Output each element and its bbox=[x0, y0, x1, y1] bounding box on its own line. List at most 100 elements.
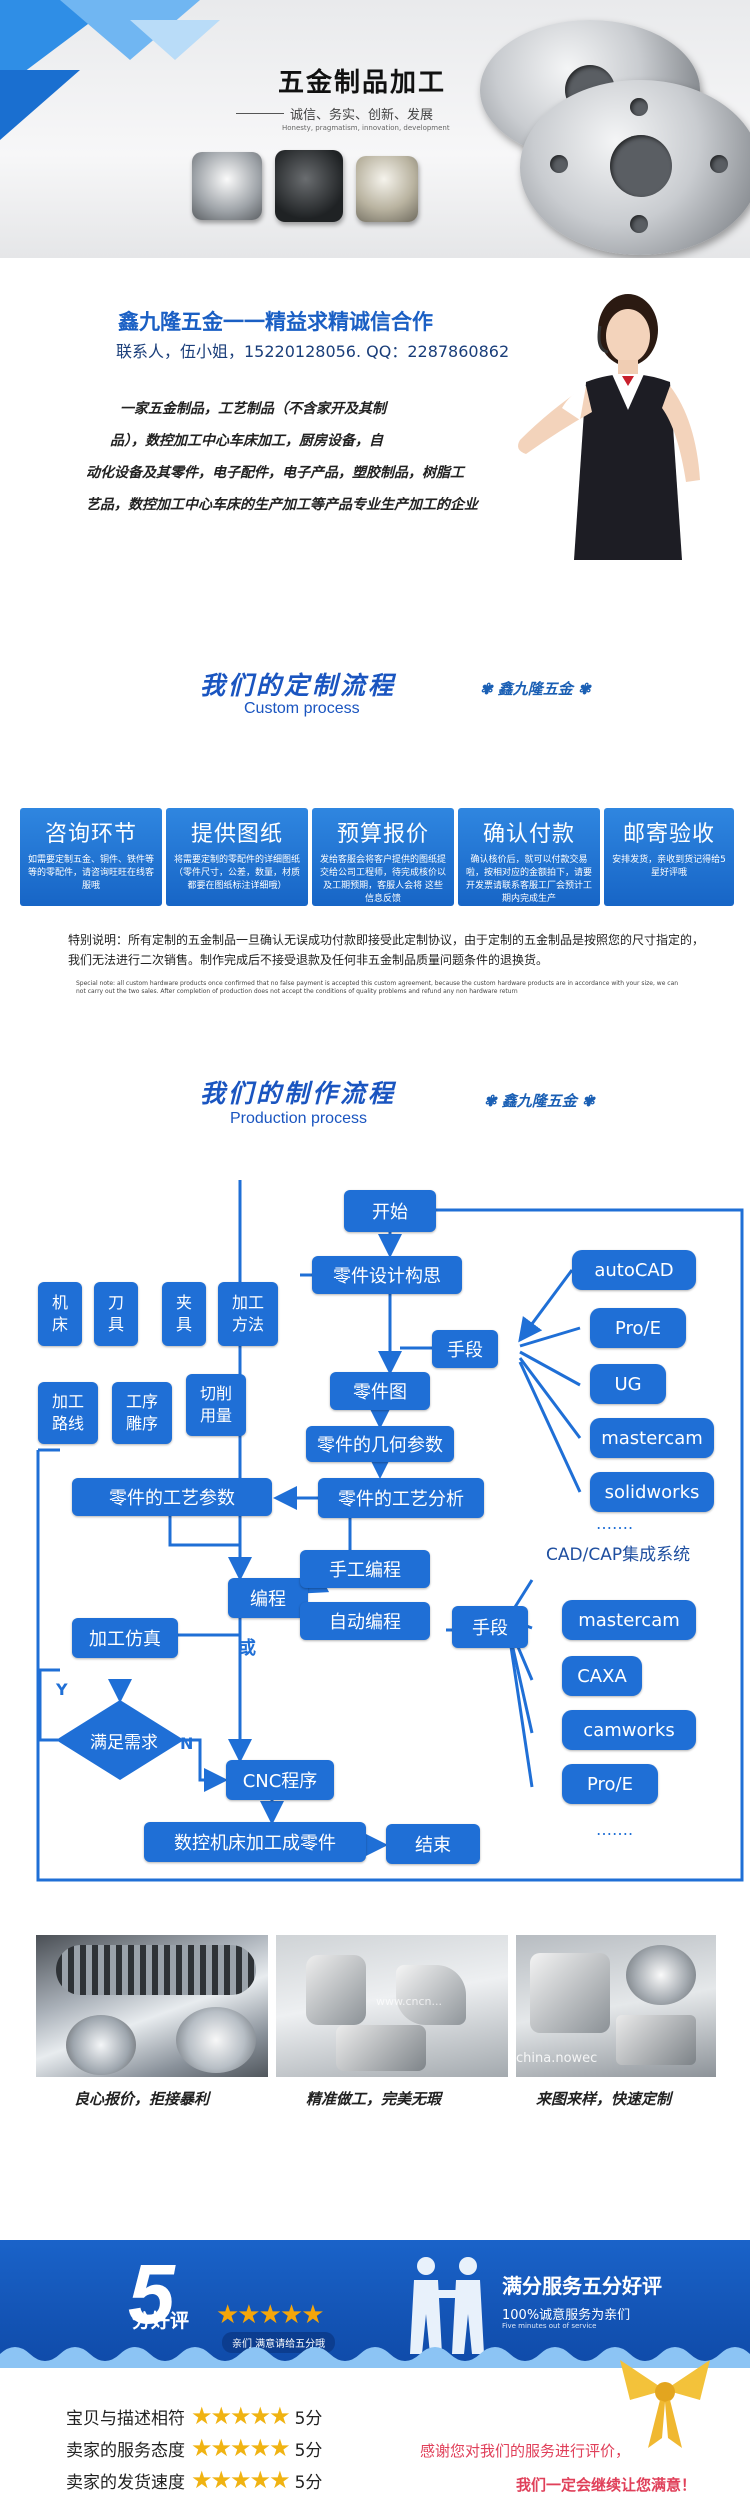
brand-text: 鑫九隆五金 bbox=[501, 1092, 577, 1110]
rating-row-score: 5分 bbox=[294, 2472, 323, 2493]
flow-no-label: N bbox=[180, 1734, 194, 1753]
flow-or-label: 或 bbox=[238, 1638, 256, 1659]
tool-cutter: 刀具 bbox=[94, 1282, 138, 1346]
big-five: 5 bbox=[128, 2247, 175, 2341]
param-cutting: 切削用量 bbox=[186, 1374, 246, 1436]
custom-process-title: 我们的定制流程 bbox=[200, 671, 397, 700]
flow-end: 结束 bbox=[386, 1824, 480, 1864]
watermark-1: www.cncn... bbox=[376, 1995, 443, 2008]
rating-row-label: 宝贝与描述相符 bbox=[66, 2408, 185, 2429]
part-image-1 bbox=[192, 152, 262, 220]
rating-title: 满分服务五分好评 bbox=[502, 2274, 662, 2298]
banner-slogan: 诚信、务实、创新、发展 bbox=[236, 104, 433, 123]
contact-phone: 联系人，伍小姐，15220128056. QQ：2287860862 bbox=[116, 342, 510, 361]
rating-row-label: 卖家的发货速度 bbox=[66, 2472, 185, 2493]
flow-machining: 数控机床加工成零件 bbox=[144, 1822, 366, 1862]
good-review-label: 分好评 bbox=[132, 2310, 190, 2332]
gold-bow bbox=[620, 2360, 710, 2448]
software-cadcap: CAD/CAP集成系统 bbox=[546, 1545, 691, 1565]
hero-banner: 五金制品加工 诚信、务实、创新、发展 Honesty, pragmatism, … bbox=[0, 0, 750, 258]
software-more-1: ……. bbox=[596, 1514, 634, 1533]
step-title: 预算报价 bbox=[336, 822, 429, 847]
flow-programming: 编程 bbox=[228, 1578, 308, 1618]
rating-row-score: 5分 bbox=[294, 2440, 323, 2461]
intro-line: 艺品，数控加工中心车床的生产加工等产品专业生产加工的企业 bbox=[86, 497, 478, 513]
production-process-brand: ✾ 鑫九隆五金 ✾ bbox=[484, 1092, 595, 1110]
part-image-2 bbox=[275, 150, 343, 222]
handshake-figure bbox=[410, 2257, 484, 2354]
software-ug: UG bbox=[590, 1364, 666, 1404]
rating-row-description: 宝贝与描述相符 ★★★★★ 5分 bbox=[66, 2402, 322, 2430]
step-title: 咨询环节 bbox=[44, 822, 137, 847]
custom-note: 特别说明：所有定制的五金制品一旦确认无误成功付款即接受此定制协议，由于定制的五金… bbox=[68, 933, 705, 967]
step-consult: 咨询环节 如需要定制五金、铜件、铁件等等的零配件，请咨询旺旺在线客服哦 bbox=[20, 808, 162, 906]
rating-row-stars: ★★★★★ bbox=[191, 2466, 291, 2494]
watermark-2: china.nowec bbox=[516, 2051, 598, 2066]
flow-satisfy-diamond bbox=[56, 1700, 184, 1780]
banner-title: 五金制品加工 bbox=[278, 68, 447, 98]
flow-start: 开始 bbox=[344, 1190, 436, 1232]
decor-triangle bbox=[130, 20, 220, 60]
caption-fast-custom: 来图来样，快速定制 bbox=[536, 2090, 672, 2108]
production-process-subtitle: Production process bbox=[230, 1110, 367, 1127]
step-title: 提供图纸 bbox=[190, 822, 283, 847]
product-photo-3: china.nowec bbox=[516, 1935, 716, 2077]
wave-decor bbox=[0, 2347, 750, 2368]
rating-subtitle: 100%诚意服务为亲们 bbox=[502, 2308, 631, 2323]
caption-honest-price: 良心报价，拒接暴利 bbox=[74, 2090, 210, 2108]
tool-fixture: 夹具 bbox=[162, 1282, 206, 1346]
software-more-2: ……. bbox=[596, 1820, 634, 1839]
rating-section: 5 分好评 ★★★★★ 亲们 满意请给五分哦 满分服务五分好评 100%诚意服务… bbox=[0, 2240, 750, 2516]
software-caxa: CAXA bbox=[562, 1656, 642, 1696]
caption-precision: 精准做工，完美无瑕 bbox=[306, 2090, 442, 2108]
software-mastercam: mastercam bbox=[590, 1418, 714, 1458]
flow-geometry: 零件的几何参数 bbox=[306, 1426, 454, 1462]
flow-manual: 手工编程 bbox=[300, 1550, 430, 1588]
step-quote: 预算报价 发给客服会将客户提供的图纸提交给公司工程师，待完成核价以及工期预期，客… bbox=[312, 808, 454, 906]
step-shipping: 邮寄验收 安排发货，亲收到货记得给5星好评哦 bbox=[604, 808, 734, 906]
contact-section: 鑫九隆五金一一精益求精诚信合作 联系人，伍小姐，15220128056. QQ：… bbox=[0, 290, 750, 565]
flange-image-front bbox=[520, 80, 750, 255]
rating-row-shipping: 卖家的发货速度 ★★★★★ 5分 bbox=[66, 2466, 322, 2494]
rating-row-stars: ★★★★★ bbox=[191, 2402, 291, 2430]
step-desc: 确认核价后，就可以付款交易啦，按相对应的金额拍下，请要开发票请联系客服工厂会预计… bbox=[466, 855, 593, 904]
flow-auto: 自动编程 bbox=[300, 1602, 430, 1640]
step-payment: 确认付款 确认核价后，就可以付款交易啦，按相对应的金额拍下，请要开发票请联系客服… bbox=[458, 808, 600, 906]
custom-process-brand: ✾ 鑫九隆五金 ✾ bbox=[480, 680, 591, 698]
software-mastercam-2: mastercam bbox=[562, 1600, 696, 1640]
flow-process-params: 零件的工艺参数 bbox=[72, 1478, 272, 1516]
software-camworks: camworks bbox=[562, 1710, 696, 1750]
flow-design: 零件设计构思 bbox=[312, 1256, 462, 1294]
flow-satisfy-label: 满足需求 bbox=[90, 1733, 158, 1753]
thanks-text-2: 我们一定会继续让您满意！ bbox=[516, 2476, 697, 2494]
step-desc: 安排发货，亲收到货记得给5星好评哦 bbox=[612, 855, 726, 878]
stars-row: ★★★★★ bbox=[216, 2300, 325, 2330]
banner-slogan-en: Honesty, pragmatism, innovation, develop… bbox=[282, 124, 450, 132]
step-desc: 如需要定制五金、铜件、铁件等等的零配件，请咨询旺旺在线客服哦 bbox=[28, 855, 155, 891]
contact-headline: 鑫九隆五金一一精益求精诚信合作 bbox=[118, 310, 433, 334]
flow-simulation: 加工仿真 bbox=[72, 1618, 178, 1658]
param-sequence: 工序雕序 bbox=[112, 1382, 172, 1444]
flow-means-2: 手段 bbox=[452, 1606, 528, 1648]
step-desc: 发给客服会将客户提供的图纸提交给公司工程师，待完成核价以及工期预期，客服人会将 … bbox=[320, 855, 447, 904]
flow-means-1: 手段 bbox=[432, 1330, 498, 1368]
intro-line: 动化设备及其零件，电子配件，电子产品，塑胶制品，树脂工 bbox=[86, 465, 464, 481]
custom-note-en: Special note: all custom hardware produc… bbox=[76, 980, 679, 995]
software-autocad: autoCAD bbox=[572, 1250, 696, 1290]
customer-service-figure bbox=[518, 294, 700, 560]
product-photo-1 bbox=[36, 1935, 268, 2077]
software-solidworks: solidworks bbox=[590, 1472, 714, 1512]
rating-row-label: 卖家的服务态度 bbox=[66, 2440, 185, 2461]
rating-banner: 5 分好评 ★★★★★ 亲们 满意请给五分哦 满分服务五分好评 100%诚意服务… bbox=[0, 2240, 750, 2368]
product-photo-2: www.cncn... bbox=[276, 1935, 508, 2077]
flow-drawing: 零件图 bbox=[330, 1372, 430, 1410]
rating-subtitle-en: Five minutes out of service bbox=[502, 2322, 597, 2330]
param-route: 加工路线 bbox=[38, 1382, 98, 1444]
software-proe-2: Pro/E bbox=[562, 1764, 658, 1804]
banner-slogan-text: 诚信、务实、创新、发展 bbox=[290, 108, 434, 123]
part-image-3 bbox=[356, 156, 418, 222]
flow-yes-label: Y bbox=[56, 1680, 68, 1699]
step-desc: 将需要定制的零配件的详细图纸（零件尺寸，公差，数量，材质都要在图纸标注详细哦） bbox=[174, 855, 301, 891]
rating-row-score: 5分 bbox=[294, 2408, 323, 2429]
